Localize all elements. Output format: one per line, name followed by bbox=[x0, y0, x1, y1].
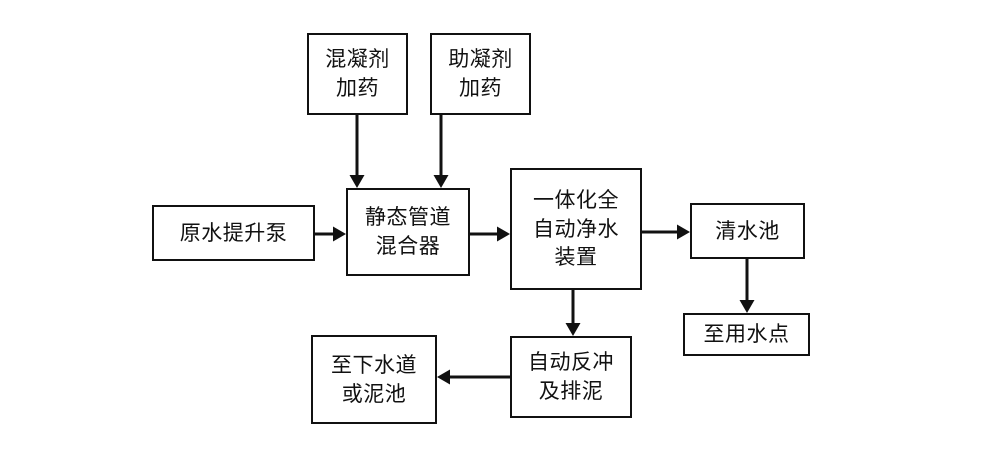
node-label-line: 至用水点 bbox=[703, 322, 790, 347]
node-coagulant[interactable]: 混凝剂加药 bbox=[307, 33, 408, 115]
edge-clean-to-usepoint bbox=[739, 259, 755, 313]
arrowhead-icon bbox=[739, 300, 755, 313]
node-label-line: 至下水道 bbox=[331, 352, 417, 377]
node-label-line: 静态管道 bbox=[365, 205, 451, 230]
edge-backwash-to-sewer bbox=[437, 369, 510, 385]
edge-purifier-to-clean bbox=[642, 224, 690, 240]
edge-purifier-to-backwash bbox=[565, 290, 581, 336]
node-label-line: 加药 bbox=[459, 76, 502, 100]
node-flocculant[interactable]: 助凝剂加药 bbox=[430, 33, 531, 115]
node-label-line: 自动反冲 bbox=[528, 350, 614, 375]
node-raw-pump[interactable]: 原水提升泵 bbox=[152, 205, 315, 261]
node-sewer[interactable]: 至下水道或泥池 bbox=[311, 335, 437, 424]
node-backwash[interactable]: 自动反冲及排泥 bbox=[510, 336, 632, 418]
node-label-line: 原水提升泵 bbox=[179, 220, 288, 245]
node-label-line: 装置 bbox=[554, 245, 598, 270]
arrowhead-icon bbox=[349, 175, 365, 188]
arrowhead-icon bbox=[497, 226, 510, 242]
arrowhead-icon bbox=[565, 323, 581, 336]
node-label-line: 及排泥 bbox=[538, 379, 604, 403]
node-purifier[interactable]: 一体化全自动净水装置 bbox=[510, 168, 642, 290]
arrowhead-icon bbox=[677, 224, 690, 240]
arrowhead-icon bbox=[433, 175, 449, 188]
node-label-line: 自动净水 bbox=[533, 216, 619, 241]
node-clean-tank[interactable]: 清水池 bbox=[690, 203, 805, 259]
arrowhead-icon bbox=[437, 369, 450, 385]
node-label-line: 或泥池 bbox=[341, 381, 407, 406]
node-label-line: 混凝剂 bbox=[325, 47, 390, 72]
node-use-point[interactable]: 至用水点 bbox=[683, 313, 810, 356]
edge-mixer-to-purifier bbox=[470, 226, 510, 242]
node-label-line: 助凝剂 bbox=[448, 47, 513, 72]
edge-coagulant-to-mixer bbox=[349, 115, 365, 188]
node-label-line: 混合器 bbox=[375, 234, 441, 258]
edge-pump-to-mixer bbox=[315, 226, 346, 242]
node-label-line: 清水池 bbox=[715, 218, 780, 243]
edge-flocculant-to-mixer bbox=[433, 115, 449, 188]
node-label-line: 加药 bbox=[336, 76, 379, 100]
node-label-line: 一体化全 bbox=[533, 187, 619, 212]
arrowhead-icon bbox=[333, 226, 346, 242]
node-mixer[interactable]: 静态管道混合器 bbox=[346, 188, 470, 276]
